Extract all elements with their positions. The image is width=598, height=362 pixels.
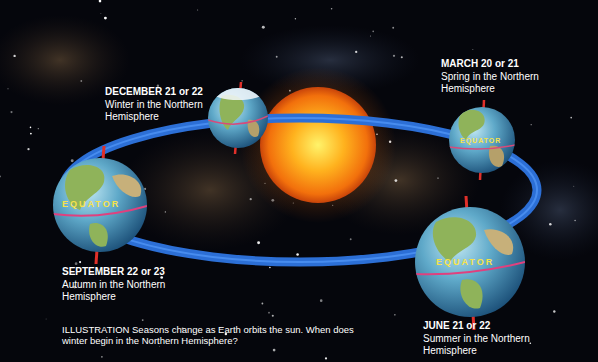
star xyxy=(393,55,395,57)
star xyxy=(80,80,82,82)
star xyxy=(531,124,532,125)
star xyxy=(529,342,531,344)
season-label: Autumn in the Northern Hemisphere xyxy=(62,279,187,303)
star xyxy=(401,56,403,58)
star xyxy=(325,357,327,359)
star xyxy=(472,49,473,50)
star xyxy=(99,0,102,2)
star xyxy=(142,319,144,321)
star xyxy=(27,148,29,150)
star xyxy=(574,220,576,222)
date-label: DECEMBER 21 or 22 xyxy=(105,86,265,98)
star xyxy=(331,8,333,10)
star xyxy=(165,211,166,212)
star xyxy=(273,349,276,352)
season-label: Winter in the Northern Hemisphere xyxy=(105,99,230,123)
season-label: Spring in the Northern Hemisphere xyxy=(441,71,556,95)
date-label: JUNE 21 or 22 xyxy=(423,320,573,332)
star xyxy=(250,198,252,200)
star xyxy=(296,253,299,256)
star xyxy=(392,27,394,29)
star xyxy=(257,241,260,244)
star xyxy=(553,310,555,312)
star xyxy=(437,177,438,178)
star xyxy=(350,238,352,240)
star xyxy=(395,179,398,182)
star xyxy=(549,223,552,226)
star xyxy=(79,261,81,263)
star xyxy=(104,17,107,20)
star xyxy=(320,299,323,302)
star xyxy=(370,36,371,37)
earth-globe xyxy=(415,196,525,330)
star xyxy=(372,30,374,32)
star xyxy=(241,80,243,82)
earth-globe xyxy=(208,82,268,154)
star xyxy=(262,303,264,305)
caption: ILLUSTRATION Seasons change as Earth orb… xyxy=(62,324,362,346)
star xyxy=(276,56,278,58)
earth-globe xyxy=(53,146,147,264)
star xyxy=(30,127,32,129)
star xyxy=(573,185,575,187)
star xyxy=(0,176,1,178)
star xyxy=(100,13,102,15)
star xyxy=(394,314,395,315)
star xyxy=(101,356,103,358)
star xyxy=(272,315,274,317)
equator-label: EQUATOR xyxy=(436,257,516,268)
date-label: SEPTEMBER 22 or 23 xyxy=(62,266,222,278)
star xyxy=(269,267,271,269)
equator-label: EQUATOR xyxy=(460,137,520,145)
star xyxy=(262,26,265,29)
star xyxy=(10,111,12,113)
star xyxy=(75,262,78,265)
star xyxy=(570,117,572,119)
star xyxy=(7,88,8,89)
star xyxy=(45,318,47,320)
star xyxy=(295,18,296,19)
star xyxy=(38,128,39,129)
star xyxy=(30,133,32,135)
date-label: MARCH 20 or 21 xyxy=(441,58,591,70)
star xyxy=(197,9,199,11)
season-label: Summer in the Northern Hemisphere xyxy=(423,333,538,357)
star xyxy=(13,55,15,57)
equator-label: EQUATOR xyxy=(62,199,142,210)
star xyxy=(71,159,74,162)
star xyxy=(268,312,270,314)
star xyxy=(355,51,357,53)
